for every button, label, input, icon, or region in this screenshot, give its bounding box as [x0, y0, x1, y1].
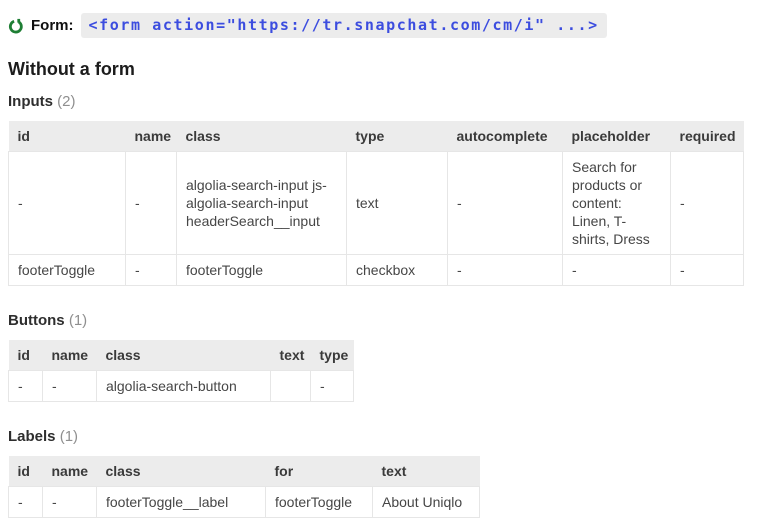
table-cell-id: - — [8, 151, 126, 255]
page-title: Without a form — [8, 59, 135, 79]
form-label: Form: — [31, 17, 74, 34]
column-header-type: type — [310, 340, 354, 371]
labels-count: (1) — [59, 428, 79, 445]
table-cell-required: - — [670, 254, 744, 286]
labels-title: Labels — [8, 428, 56, 445]
table-cell-placeholder: - — [562, 254, 671, 286]
table-cell-id: - — [8, 370, 43, 402]
column-header-name: name — [125, 121, 177, 152]
table-row: --algolia-search-input js-algolia-search… — [8, 151, 744, 255]
column-header-autocomplete: autocomplete — [447, 121, 563, 152]
form-summary-line: Form: <form action="https://tr.snapchat.… — [8, 13, 751, 38]
table-cell-name: - — [42, 370, 97, 402]
buttons-section-title: Buttons (1) — [8, 312, 751, 329]
table-cell-id: footerToggle — [8, 254, 126, 286]
table-cell-class: footerToggle — [176, 254, 347, 286]
table-cell-class: algolia-search-input js-algolia-search-i… — [176, 151, 347, 255]
table-cell-type: checkbox — [346, 254, 448, 286]
table-cell-autocomplete: - — [447, 254, 563, 286]
table-cell-autocomplete: - — [447, 151, 563, 255]
table-cell-id: - — [8, 486, 43, 518]
column-header-id: id — [8, 121, 126, 152]
column-header-for: for — [265, 456, 373, 487]
column-header-id: id — [8, 340, 43, 371]
inputs-title: Inputs — [8, 93, 53, 110]
table-cell-type: - — [310, 370, 354, 402]
column-header-name: name — [42, 340, 97, 371]
labels-section-title: Labels (1) — [8, 428, 751, 445]
table-row: --algolia-search-button- — [8, 370, 354, 402]
column-header-class: class — [96, 340, 271, 371]
inputs-count: (2) — [57, 93, 76, 110]
refresh-icon — [8, 18, 24, 34]
column-header-placeholder: placeholder — [562, 121, 671, 152]
table-cell-name: - — [125, 254, 177, 286]
column-header-text: text — [372, 456, 480, 487]
table-cell-name: - — [125, 151, 177, 255]
table-cell-name: - — [42, 486, 97, 518]
column-header-text: text — [270, 340, 311, 371]
table-cell-class: algolia-search-button — [96, 370, 271, 402]
column-header-class: class — [176, 121, 347, 152]
column-header-type: type — [346, 121, 448, 152]
table-cell-required: - — [670, 151, 744, 255]
table-cell-class: footerToggle__label — [96, 486, 266, 518]
column-header-required: required — [670, 121, 744, 152]
table-cell-type: text — [346, 151, 448, 255]
column-header-class: class — [96, 456, 266, 487]
inputs-section-title: Inputs (2) — [8, 93, 751, 110]
table-cell-placeholder: Search for products or content: Linen, T… — [562, 151, 671, 255]
table-cell-for: footerToggle — [265, 486, 373, 518]
column-header-name: name — [42, 456, 97, 487]
column-header-id: id — [8, 456, 43, 487]
buttons-count: (1) — [68, 312, 88, 329]
form-code-snippet: <form action="https://tr.snapchat.com/cm… — [80, 13, 607, 38]
table-cell-text: About Uniqlo — [372, 486, 480, 518]
buttons-title: Buttons — [8, 312, 65, 329]
table-cell-text — [270, 370, 311, 402]
